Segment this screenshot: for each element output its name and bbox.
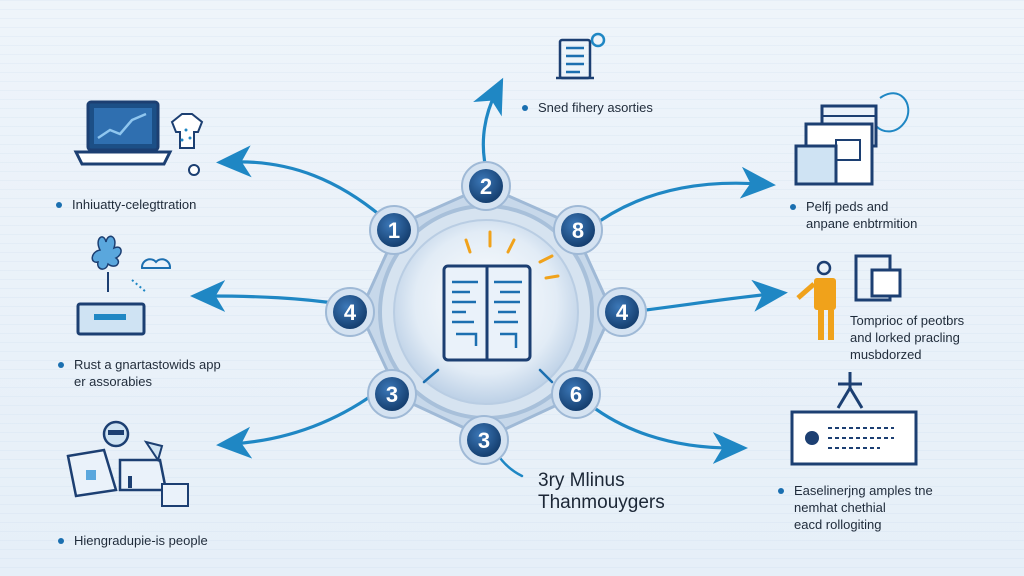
bullet-dot (790, 203, 796, 210)
people-documents-icon (66, 420, 189, 507)
bullet-dot (58, 537, 64, 544)
label-right-bottom-line-3: eacd rollogiting (794, 517, 882, 532)
label-right-top: Pelfj peds and anpane enbtrmition (790, 198, 917, 232)
bullet-dot (58, 361, 64, 368)
label-left-top: Inhiuatty-celegttration (56, 196, 196, 213)
label-right-mid: Tomprioc of peotbrs and lorked pracling … (850, 312, 964, 363)
node-3-left: 3 (367, 369, 417, 419)
bullet-dot (56, 201, 62, 208)
person-standing-icon (796, 254, 902, 340)
center-caption-line-2: Thanmouygers (538, 492, 665, 513)
node-2: 2 (461, 161, 511, 211)
label-left-mid: Rust a gnartastowids app er assorabies (58, 356, 221, 390)
label-right-top-line-2: anpane enbtrmition (806, 216, 918, 231)
arrow-upper-left (216, 145, 390, 224)
arrow-mid-left (190, 280, 342, 313)
center-caption: 3ry Mlinus Thanmouygers (538, 470, 665, 514)
label-right-bottom: Easelinerjng amples tne nemhat chethial … (778, 482, 933, 533)
label-left-mid-line-2: er assorabies (74, 374, 153, 389)
node-label: 3 (478, 428, 490, 453)
arrow-mid-right (628, 279, 788, 314)
sweater-icon (170, 113, 204, 149)
signboard-icon (790, 372, 918, 466)
node-8: 8 (553, 205, 603, 255)
label-right-mid-line-2: and lorked pracling (850, 330, 960, 345)
node-label: 1 (388, 218, 400, 243)
label-right-mid-line-1: Tomprioc of peotbrs (850, 313, 965, 328)
node-label: 4 (344, 300, 357, 325)
node-label: 8 (572, 218, 584, 243)
label-right-top-line-1: Pelfj peds and (806, 199, 889, 214)
node-label: 4 (616, 300, 629, 325)
bullet-dot (522, 104, 528, 111)
label-right-mid-line-3: musbdorzed (850, 347, 922, 362)
label-right-bottom-line-2: nemhat chethial (794, 500, 886, 515)
window-screens-icon (794, 92, 910, 186)
arrow-lower-left (216, 386, 384, 459)
document-stack-icon (556, 32, 606, 80)
label-left-bottom: Hiengradupie-is people (58, 532, 208, 549)
plant-cloud-icon (76, 235, 172, 336)
label-left-mid-line-1: Rust a gnartastowids app (74, 357, 221, 372)
node-label: 3 (386, 382, 398, 407)
node-6: 6 (551, 369, 601, 419)
node-label: 6 (570, 382, 582, 407)
small-circle-icon (188, 164, 200, 176)
center-caption-line-1: 3ry Mlinus (538, 470, 625, 491)
laptop-chart-icon (73, 100, 173, 166)
node-label: 2 (480, 174, 492, 199)
bullet-dot (778, 487, 784, 494)
node-1: 1 (369, 205, 419, 255)
label-left-bottom-text: Hiengradupie-is people (74, 533, 208, 548)
arrow-lower-right (582, 398, 748, 464)
node-4-left: 4 (325, 287, 375, 337)
label-right-bottom-line-1: Easelinerjng amples tne (794, 483, 933, 498)
node-3-bottom: 3 (459, 415, 509, 465)
label-left-top-text: Inhiuatty-celegttration (72, 197, 197, 212)
open-book-icon (422, 230, 560, 384)
label-top-text: Sned fihery asorties (538, 100, 653, 115)
label-top: Sned fihery asorties (522, 99, 653, 116)
node-4-right: 4 (597, 287, 647, 337)
arrow-upper-right (588, 166, 776, 230)
